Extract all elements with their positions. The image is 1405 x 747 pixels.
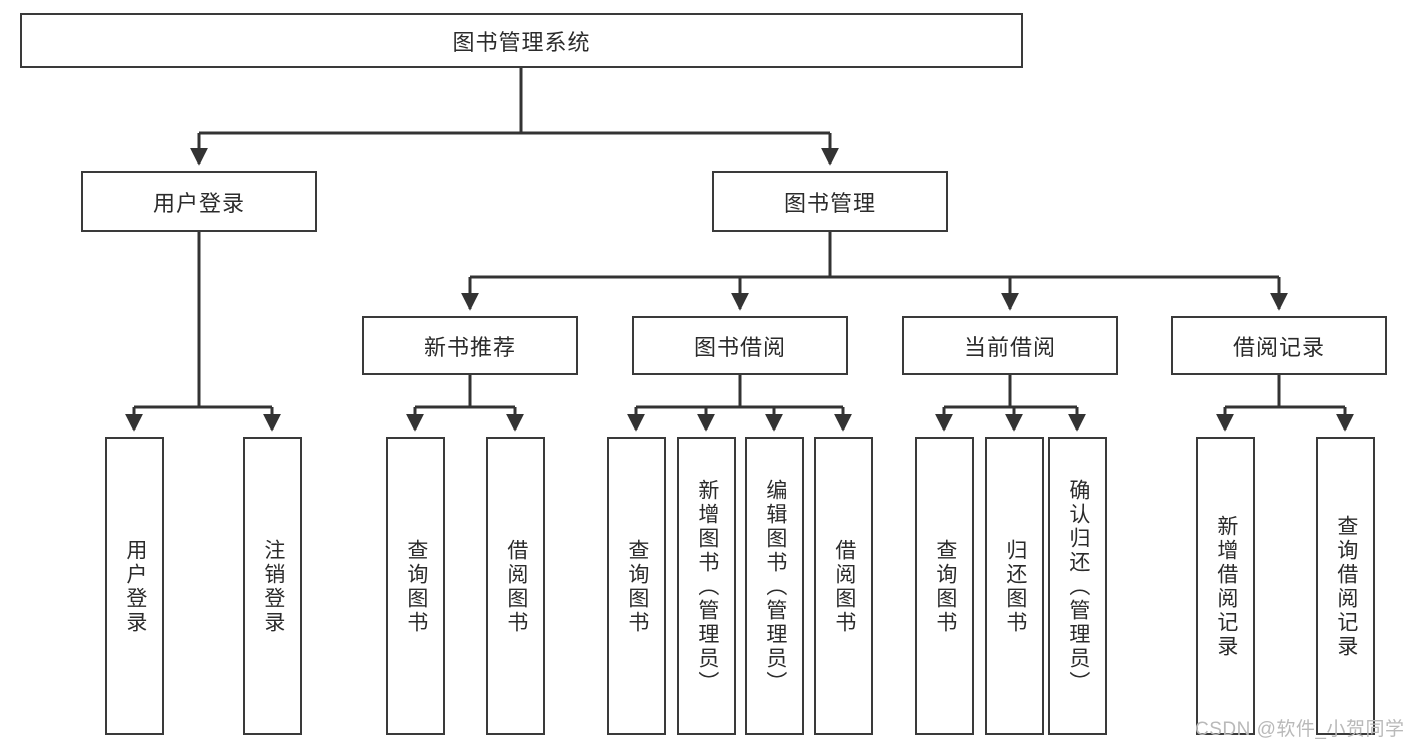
- leaf-borrow-book-newbook[interactable]: 借阅图书: [486, 437, 545, 735]
- node-root-book-management-system[interactable]: 图书管理系统: [20, 13, 1023, 68]
- node-label: 图书管理系统: [452, 29, 591, 55]
- leaf-query-borrow-record[interactable]: 查询借阅记录: [1316, 437, 1375, 735]
- node-label: 图书借阅: [693, 334, 786, 360]
- leaf-logout[interactable]: 注销登录: [243, 437, 302, 735]
- node-label: 用户登录: [152, 190, 245, 216]
- node-label: 编辑图书（管理员）: [763, 479, 787, 695]
- leaf-user-login[interactable]: 用户登录: [105, 437, 164, 735]
- node-label: 借阅图书: [832, 539, 856, 635]
- node-label: 注销登录: [261, 539, 285, 635]
- node-label: 新增借阅记录: [1214, 515, 1238, 659]
- node-label: 归还图书: [1003, 539, 1027, 635]
- csdn-watermark: CSDN @软件_小贺同学: [1195, 719, 1405, 740]
- leaf-add-book-admin[interactable]: 新增图书（管理员）: [677, 437, 736, 735]
- node-label: 查询借阅记录: [1334, 515, 1358, 659]
- node-label: 用户登录: [123, 539, 147, 635]
- node-label: 当前借阅: [963, 334, 1056, 360]
- node-label: 查询图书: [404, 539, 428, 635]
- node-label: 查询图书: [933, 539, 957, 635]
- leaf-query-book-current[interactable]: 查询图书: [915, 437, 974, 735]
- node-label: 查询图书: [625, 539, 649, 635]
- node-label: 借阅记录: [1232, 334, 1325, 360]
- node-new-book-recommendation[interactable]: 新书推荐: [362, 316, 578, 375]
- leaf-borrow-book-borrowing[interactable]: 借阅图书: [814, 437, 873, 735]
- leaf-query-book-newbook[interactable]: 查询图书: [386, 437, 445, 735]
- node-book-borrowing[interactable]: 图书借阅: [632, 316, 848, 375]
- leaf-add-borrow-record[interactable]: 新增借阅记录: [1196, 437, 1255, 735]
- node-label: 新增图书（管理员）: [695, 479, 719, 695]
- leaf-return-book[interactable]: 归还图书: [985, 437, 1044, 735]
- leaf-edit-book-admin[interactable]: 编辑图书（管理员）: [745, 437, 804, 735]
- node-user-login[interactable]: 用户登录: [81, 171, 317, 232]
- node-label: 图书管理: [783, 190, 876, 216]
- node-borrowing-record[interactable]: 借阅记录: [1171, 316, 1387, 375]
- node-label: 借阅图书: [504, 539, 528, 635]
- node-label: 新书推荐: [423, 334, 516, 360]
- node-book-management[interactable]: 图书管理: [712, 171, 948, 232]
- leaf-confirm-return-admin[interactable]: 确认归还（管理员）: [1048, 437, 1107, 735]
- leaf-query-book-borrowing[interactable]: 查询图书: [607, 437, 666, 735]
- node-label: 确认归还（管理员）: [1066, 479, 1090, 695]
- node-current-borrowing[interactable]: 当前借阅: [902, 316, 1118, 375]
